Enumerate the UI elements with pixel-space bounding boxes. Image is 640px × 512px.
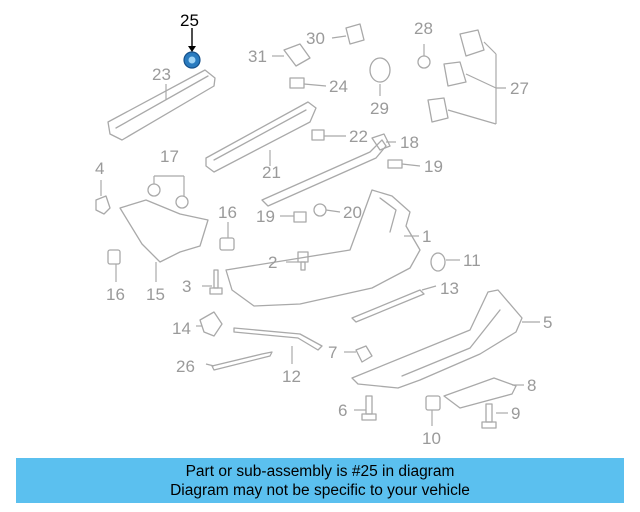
- part-11-cap[interactable]: [430, 252, 446, 272]
- callout-3: 3: [182, 277, 191, 296]
- part-30-bracket[interactable]: [345, 23, 365, 45]
- part-27-sensors[interactable]: [427, 29, 485, 123]
- callout-8: 8: [527, 376, 536, 395]
- callout-14: 14: [172, 319, 191, 338]
- callout-19-right: 19: [424, 157, 443, 176]
- banner-line-2: Diagram may not be specific to your vehi…: [170, 482, 470, 499]
- callout-4: 4: [95, 159, 104, 178]
- callout-7: 7: [328, 343, 337, 362]
- part-23-reinforcement[interactable]: [107, 69, 216, 141]
- callout-29: 29: [370, 99, 389, 118]
- callout-16-lower: 16: [106, 285, 125, 304]
- callout-18: 18: [400, 133, 419, 152]
- callout-30: 30: [306, 29, 325, 48]
- callout-24: 24: [329, 77, 348, 96]
- callout-1: 1: [422, 227, 431, 246]
- part-9-bolt[interactable]: [481, 403, 497, 429]
- callout-21: 21: [262, 163, 281, 182]
- parts-diagram: 1 2 3 4 5 6 7 8 9 10 11 12 13 14 15 16 1…: [95, 11, 552, 448]
- part-10-nut[interactable]: [425, 395, 441, 411]
- part-28-ring[interactable]: [417, 55, 431, 69]
- part-22-strip[interactable]: [261, 139, 387, 207]
- callout-6: 6: [338, 401, 347, 420]
- part-16-bolt-upper[interactable]: [219, 237, 235, 251]
- banner-line-1: Part or sub-assembly is #25 in diagram: [185, 463, 455, 480]
- part-8-plate[interactable]: [443, 377, 517, 409]
- arrow-25: [188, 46, 196, 52]
- part-16-bolt-lower[interactable]: [107, 249, 121, 265]
- part-21-absorber[interactable]: [205, 101, 317, 173]
- part-25-clip[interactable]: [183, 51, 201, 69]
- part-5-lower-cover[interactable]: [351, 289, 523, 389]
- part-7-clip[interactable]: [355, 345, 373, 363]
- part-20-nut[interactable]: [313, 203, 327, 217]
- part-19-bolt-right[interactable]: [387, 159, 403, 169]
- part-31-bracket[interactable]: [283, 43, 311, 67]
- callout-28: 28: [414, 19, 433, 38]
- info-banner: Part or sub-assembly is #25 in diagram D…: [16, 458, 624, 503]
- part-1-bumper-cover[interactable]: [225, 189, 421, 307]
- callout-16-upper: 16: [218, 203, 237, 222]
- callout-15: 15: [146, 285, 165, 304]
- part-2-bolt[interactable]: [297, 251, 309, 271]
- part-13-molding[interactable]: [351, 289, 425, 323]
- callout-12: 12: [282, 367, 301, 386]
- callout-9: 9: [511, 404, 520, 423]
- part-29-sensor-holder[interactable]: [369, 57, 391, 83]
- callout-22: 22: [349, 127, 368, 146]
- part-24-bolt[interactable]: [289, 77, 305, 89]
- part-17-bolts[interactable]: [147, 183, 189, 209]
- callout-11: 11: [463, 251, 481, 270]
- callout-26: 26: [176, 357, 195, 376]
- callout-5: 5: [543, 313, 552, 332]
- callout-17: 17: [160, 147, 179, 166]
- part-6-bolt[interactable]: [361, 395, 377, 421]
- callout-2: 2: [268, 253, 277, 272]
- leader-lines: [100, 35, 540, 426]
- callout-20: 20: [343, 203, 362, 222]
- part-15-side-bracket[interactable]: [119, 199, 209, 263]
- part-26-strip[interactable]: [211, 351, 273, 371]
- callout-31: 31: [248, 47, 267, 66]
- part-4-clip[interactable]: [95, 195, 111, 215]
- part-18-clip[interactable]: [371, 133, 391, 151]
- part-3-bolt[interactable]: [209, 269, 223, 295]
- part-19-bolt-left[interactable]: [293, 211, 307, 223]
- part-22-bolt[interactable]: [311, 129, 325, 141]
- part-14-bracket[interactable]: [199, 311, 223, 337]
- callout-10: 10: [422, 429, 441, 448]
- callout-13: 13: [440, 279, 459, 298]
- callout-19-left: 19: [256, 207, 275, 226]
- callout-25: 25: [180, 11, 199, 30]
- callout-27: 27: [510, 79, 529, 98]
- callout-23: 23: [152, 65, 171, 84]
- part-12-strip[interactable]: [233, 327, 323, 351]
